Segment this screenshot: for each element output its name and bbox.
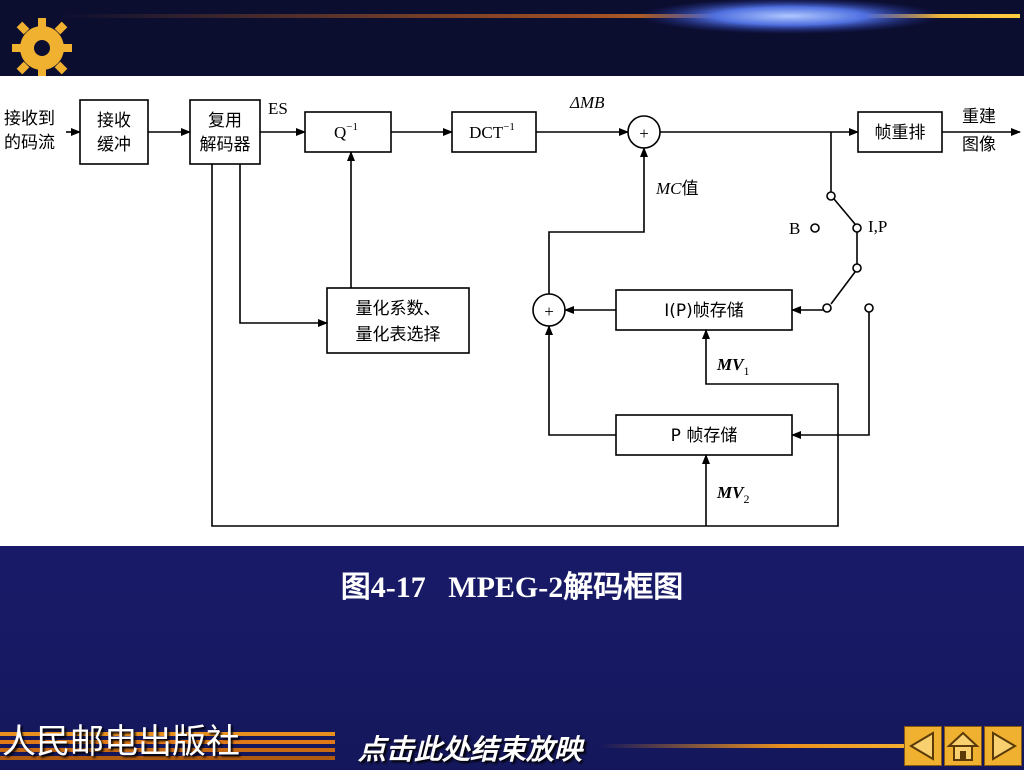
quant-info-line2: 量化表选择 bbox=[356, 325, 441, 345]
frame-reorder-block bbox=[857, 111, 943, 153]
prev-arrow-icon bbox=[909, 731, 934, 761]
figure-caption: 图4-17 MPEG-2解码框图 bbox=[340, 571, 684, 604]
switch2-contact-right bbox=[864, 303, 874, 313]
publisher-name: 人民邮电出版社 bbox=[2, 722, 240, 762]
arrow-pstore-adder bbox=[545, 325, 616, 436]
mpeg2-decoder-diagram: 接收到 的码流 接收 缓冲 复用 解码器 Q−1 DCT−1 帧重排 量化系数、… bbox=[4, 93, 1021, 527]
prev-slide-button[interactable] bbox=[904, 726, 942, 766]
diagram-panel: 接收到 的码流 接收 缓冲 复用 解码器 Q−1 DCT−1 帧重排 量化系数、… bbox=[0, 76, 1024, 546]
p-frame-store-label: P 帧存储 bbox=[671, 426, 738, 446]
switch-b-label: B bbox=[789, 219, 800, 238]
quant-info-block bbox=[326, 287, 470, 354]
rx-buffer-line2: 缓冲 bbox=[97, 135, 131, 155]
switch-blade-top bbox=[833, 198, 856, 225]
switch2-contact-left bbox=[822, 303, 832, 313]
ip-frame-store-label: I(P)帧存储 bbox=[664, 301, 744, 321]
inverse-dct-label: DCT−1 bbox=[469, 121, 515, 142]
inverse-quant-label: Q−1 bbox=[334, 121, 358, 142]
inverse-quant-block bbox=[304, 111, 392, 153]
switch-pivot-top bbox=[826, 191, 836, 201]
rx-buffer-block bbox=[79, 99, 149, 165]
home-button[interactable] bbox=[944, 726, 982, 766]
switch2-blade bbox=[830, 271, 856, 305]
es-label: ES bbox=[268, 99, 288, 118]
input-label-line1: 接收到 bbox=[4, 109, 55, 129]
demux-line2: 解码器 bbox=[200, 135, 251, 155]
output-label-line2: 图像 bbox=[962, 135, 996, 155]
arrow-mv1 bbox=[211, 164, 839, 527]
adder-bottom-symbol: + bbox=[544, 302, 554, 321]
mv2-label: MV2 bbox=[716, 483, 749, 506]
arrow-demux-quantinfo bbox=[239, 164, 328, 327]
home-icon bbox=[946, 731, 980, 761]
mv1-label: MV1 bbox=[716, 355, 749, 378]
switch-ip-label: I,P bbox=[868, 217, 887, 236]
navigation-buttons bbox=[904, 726, 1022, 766]
inverse-dct-block bbox=[451, 111, 537, 153]
bottom-accent-line bbox=[600, 744, 906, 748]
input-label-line2: 的码流 bbox=[4, 133, 55, 153]
output-label-line1: 重建 bbox=[962, 107, 996, 127]
adder-top-symbol: + bbox=[639, 124, 649, 143]
switch2-pivot bbox=[852, 263, 862, 273]
next-slide-button[interactable] bbox=[984, 726, 1022, 766]
rx-buffer-line1: 接收 bbox=[97, 111, 131, 131]
switch-contact-b bbox=[810, 223, 820, 233]
quant-info-line1: 量化系数、 bbox=[356, 299, 441, 319]
gear-logo-icon bbox=[12, 18, 72, 76]
top-banner bbox=[0, 0, 1024, 76]
switch-contact-ip bbox=[852, 223, 862, 233]
demux-line1: 复用 bbox=[208, 111, 242, 131]
publisher-stripes bbox=[0, 732, 335, 760]
delta-mb-label: ΔMB bbox=[569, 93, 605, 112]
arrow-switch-pstore bbox=[791, 312, 870, 439]
mc-value-label: MC值 bbox=[655, 179, 699, 199]
next-arrow-icon bbox=[992, 731, 1017, 761]
end-slideshow-link[interactable]: 点击此处结束放映 bbox=[358, 733, 583, 766]
frame-reorder-label: 帧重排 bbox=[875, 123, 926, 143]
arrow-mc-to-adder bbox=[548, 147, 648, 294]
